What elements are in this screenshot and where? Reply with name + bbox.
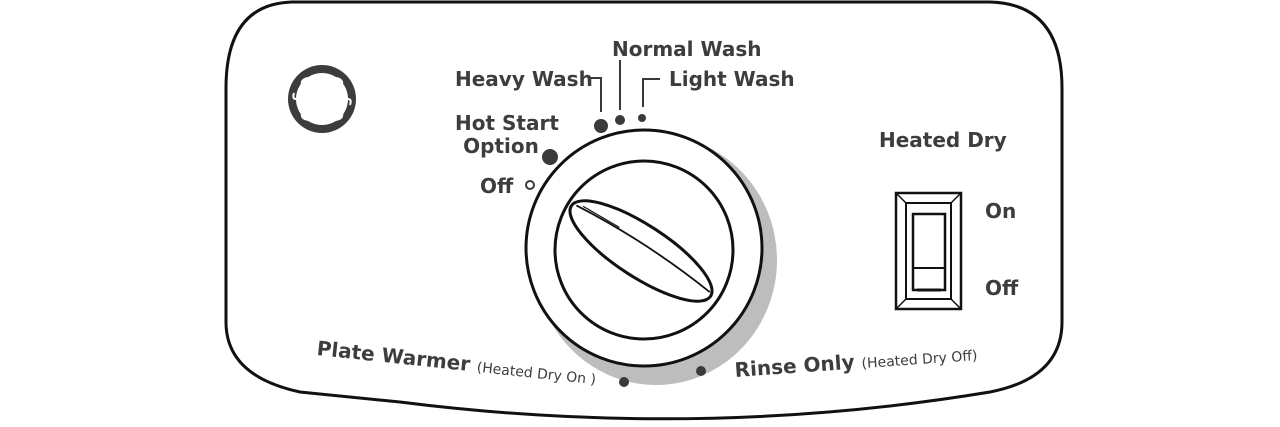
hot-start-marker (542, 149, 558, 165)
hot-start-label-line1: Hot Start (455, 111, 559, 135)
light-wash-marker (638, 114, 646, 122)
heavy-wash-label: Heavy Wash (455, 67, 593, 91)
ge-logo (288, 65, 356, 133)
heated-dry-title: Heated Dry (879, 128, 1007, 152)
plate-warmer-marker (619, 377, 629, 387)
heated-dry-off-label: Off (985, 276, 1019, 300)
hot-start-label-line2: Option (463, 134, 539, 158)
heated-dry-on-label: On (985, 199, 1017, 223)
hot-start-label: Hot Start Option (455, 111, 559, 158)
cycle-dial-knob[interactable] (553, 159, 735, 341)
light-wash-leader (642, 78, 660, 107)
light-wash-label: Light Wash (669, 67, 795, 91)
heated-dry-switch[interactable] (894, 191, 963, 311)
normal-wash-marker (615, 115, 625, 125)
rinse-only-marker (696, 366, 706, 376)
heavy-wash-marker (594, 119, 608, 133)
off-setting-label: Off (480, 174, 514, 198)
normal-wash-label: Normal Wash (612, 37, 762, 61)
heavy-wash-leader (588, 77, 602, 112)
off-marker (525, 180, 535, 190)
